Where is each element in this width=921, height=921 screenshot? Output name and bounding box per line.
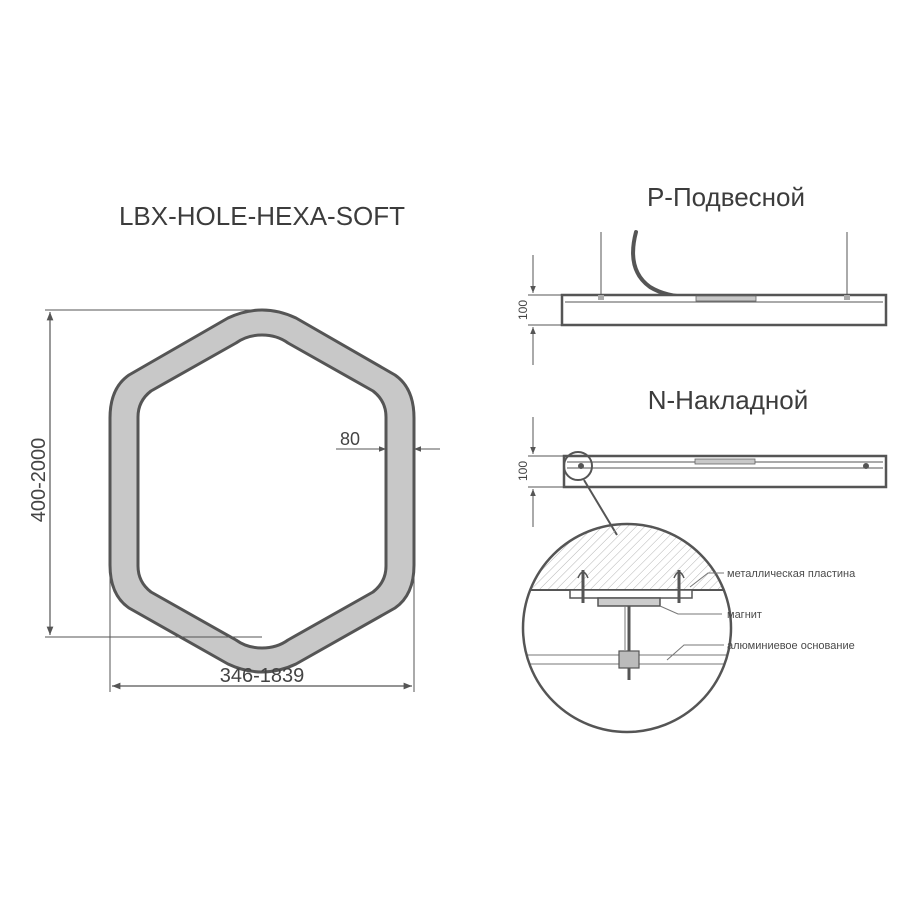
mount-detail [521,522,733,734]
aluminum-base-label: алюминиевое основание [727,640,855,652]
hexagon-ring [108,308,416,674]
profile-width-dimension: 80 [336,429,440,452]
suspended-view: 100 [516,230,888,365]
height-dimension: 400-2000 [28,309,262,638]
metal-plate-label: металлическая пластина [727,568,856,580]
surface-view-title: N-Накладной [648,385,808,415]
height-dimension-label: 400-2000 [28,438,50,523]
profile-width-label: 80 [340,429,360,449]
surface-height-label: 100 [516,461,530,481]
product-title: LBX-HOLE-HEXA-SOFT [119,201,405,231]
width-dimension-label: 346-1839 [220,665,305,687]
suspended-height-label: 100 [516,300,530,320]
width-dimension: 346-1839 [109,565,415,692]
suspended-view-title: P-Подвесной [647,182,805,212]
surface-view: 100 [516,417,888,536]
magnet-label: магнит [727,609,762,621]
